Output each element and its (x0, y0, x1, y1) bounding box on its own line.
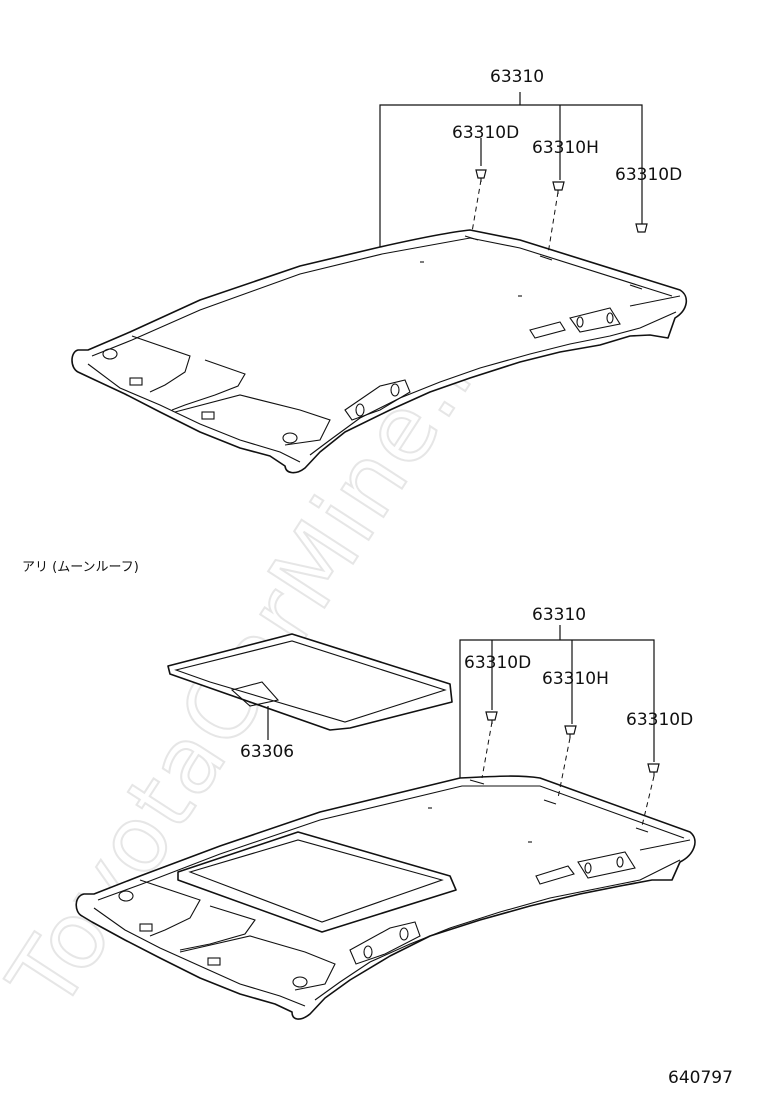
upper-clip-right-icon (635, 223, 648, 233)
sunroof-opening (177, 831, 457, 933)
upper-roof-headliner (71, 229, 688, 474)
lower-clip-center-icon (564, 725, 577, 738)
upper-headliner-rim (91, 237, 673, 357)
lower-clip-right-icon (647, 763, 660, 776)
lower-assembly-label: 63310 (532, 605, 586, 625)
upper-assembly-leader (379, 104, 643, 247)
condition-note: アリ (ムーンルーフ) (22, 560, 139, 575)
upper-clip-left-label: 63310D (452, 123, 519, 143)
sunroof-shade-panel (167, 633, 453, 731)
lower-clip-left-icon (485, 711, 498, 724)
upper-clip-left-icon (475, 169, 487, 182)
lower-diagram: 63306 (75, 605, 696, 1020)
upper-clip-right-label: 63310D (615, 165, 682, 185)
lower-clip-left-label: 63310D (464, 653, 531, 673)
upper-clip-center-label: 63310H (532, 138, 599, 158)
lower-assembly-leader (459, 639, 655, 778)
lower-clip-right-label: 63310D (626, 710, 693, 730)
upper-diagram: 63310 63310D 63310H 63310D (71, 67, 688, 474)
sunroof-panel-label: 63306 (240, 742, 294, 762)
upper-clip-center-icon (552, 181, 565, 194)
upper-assembly-label: 63310 (490, 67, 544, 87)
lower-clip-center-label: 63310H (542, 669, 609, 689)
figure-number: 640797 (668, 1068, 733, 1088)
